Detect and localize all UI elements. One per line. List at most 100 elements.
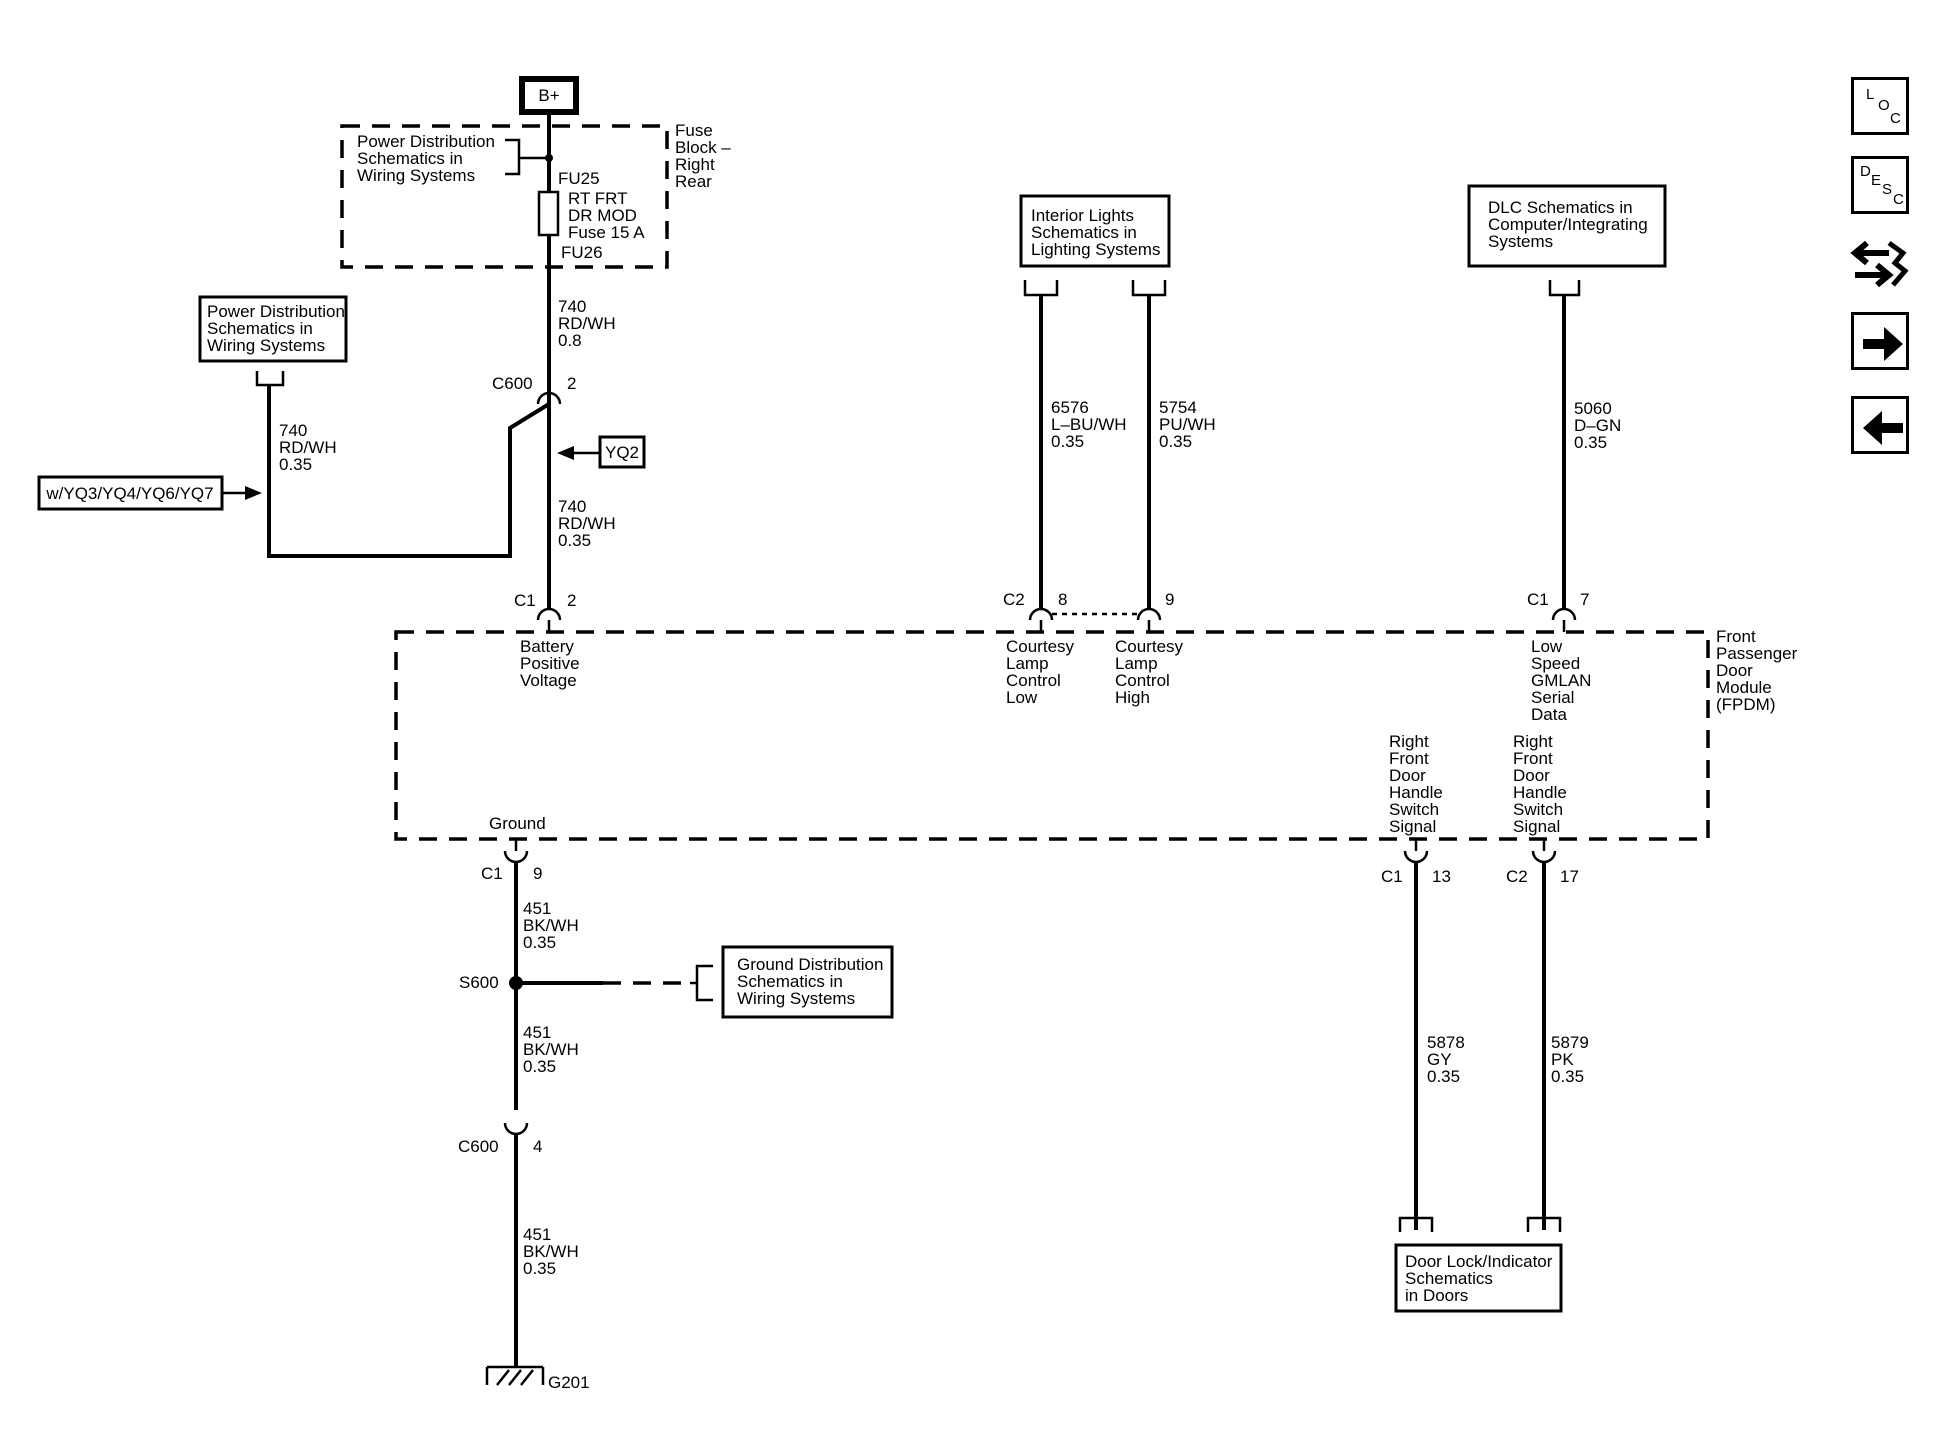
fuse-fu26: FU26 (561, 243, 603, 262)
c1-door-pin: 13 (1432, 867, 1451, 886)
dlc-box (1467, 184, 1667, 268)
wire-451-a-color: BK/WH (523, 916, 579, 935)
wire-5754-circuit: 5754 (1159, 398, 1197, 417)
interior-connector-b (1131, 280, 1167, 297)
ground-dist-1: Ground Distribution (737, 955, 883, 974)
power-dist-ref-1: Power Distribution (357, 132, 495, 151)
wire-5754-color: PU/WH (1159, 415, 1216, 434)
courtesy-high-2: Lamp (1115, 654, 1158, 673)
c1-dlc-pin: 7 (1580, 590, 1589, 609)
wire-740-upper-circuit: 740 (558, 297, 586, 316)
desc-letter-d: D (1860, 163, 1871, 180)
c1-dlc-label: C1 (1527, 590, 1549, 609)
c2-pin-8: 8 (1058, 590, 1067, 609)
wire-5878-gauge: 0.35 (1427, 1067, 1460, 1086)
power-dist-left-connector (255, 371, 285, 387)
c2-pin8-connector (1028, 607, 1054, 632)
fuse-symbol (537, 190, 560, 237)
gmlan-1: Low (1531, 637, 1563, 656)
power-dist-left-box (198, 295, 348, 363)
interior-connector-a (1023, 280, 1059, 297)
power-dist-ref-3: Wiring Systems (357, 166, 475, 185)
desc-letter-c: C (1893, 191, 1904, 208)
c1-battery-pin: 2 (567, 591, 576, 610)
splice-s600-label: S600 (459, 973, 499, 992)
fpdm-name-3: Door (1716, 661, 1753, 680)
c1-ground-pin: 9 (533, 864, 542, 883)
courtesy-high-4: High (1115, 688, 1150, 707)
connector-exchange-icon[interactable] (1849, 231, 1911, 293)
switch-a-5: Switch (1389, 800, 1439, 819)
gmlan-2: Speed (1531, 654, 1580, 673)
interior-lights-1: Interior Lights (1031, 206, 1134, 225)
wire-6576-circuit: 6576 (1051, 398, 1089, 417)
wire-740-lower-gauge: 0.35 (558, 531, 591, 550)
ground-symbol-g201 (485, 1365, 545, 1386)
wire-740-lower-circuit: 740 (558, 497, 586, 516)
wire-5879-gauge: 0.35 (1551, 1067, 1584, 1086)
courtesy-high-1: Courtesy (1115, 637, 1184, 656)
desc-letter-s: S (1882, 181, 1893, 198)
c600-top-label: C600 (492, 374, 533, 393)
battery-voltage-3: Voltage (520, 671, 577, 690)
ground-dist-box (721, 945, 894, 1019)
c600-ground-label: C600 (458, 1137, 499, 1156)
yq2-label: YQ2 (605, 443, 639, 462)
switch-a-3: Door (1389, 766, 1426, 785)
power-dist-bracket (505, 138, 549, 176)
fuse-label-1: RT FRT (568, 189, 628, 208)
wire-5878-color: GY (1427, 1050, 1452, 1069)
courtesy-low-2: Lamp (1006, 654, 1049, 673)
door-lock-box (1394, 1243, 1563, 1313)
loc-button[interactable]: L O C (1851, 77, 1909, 135)
fuse-block-label-3: Right (675, 155, 715, 174)
wire-5754-gauge: 0.35 (1159, 432, 1192, 451)
wire-451-b-circuit: 451 (523, 1023, 551, 1042)
arrow-left-icon (1863, 411, 1903, 445)
switch-b-1: Right (1513, 732, 1553, 751)
loc-letter-l: L (1866, 86, 1875, 103)
desc-button[interactable]: D E S C (1851, 156, 1909, 214)
power-jumper-wire (267, 385, 551, 558)
c1-battery-connector (536, 607, 562, 632)
c2-pin9-connector (1136, 607, 1162, 632)
c1-pin13-connector (1403, 839, 1429, 864)
door-connector-b (1526, 1216, 1562, 1232)
c1-door-label: C1 (1381, 867, 1403, 886)
c600-ground-pin: 4 (533, 1137, 542, 1156)
c1-ground-connector (503, 839, 529, 864)
c2-door-label: C2 (1506, 867, 1528, 886)
gmlan-4: Serial (1531, 688, 1574, 707)
next-button[interactable] (1851, 312, 1909, 370)
wire-740-left-gauge: 0.35 (279, 455, 312, 474)
option-box (37, 475, 224, 511)
interior-lights-box (1019, 194, 1171, 268)
c2-pin-9: 9 (1165, 590, 1174, 609)
switch-b-4: Handle (1513, 783, 1567, 802)
c2-interior-label: C2 (1003, 590, 1025, 609)
wire-451-c-circuit: 451 (523, 1225, 551, 1244)
wire-740-left-color: RD/WH (279, 438, 337, 457)
wire-740-left-circuit: 740 (279, 421, 307, 440)
wire-5879-circuit: 5879 (1551, 1033, 1589, 1052)
wire-451-b-color: BK/WH (523, 1040, 579, 1059)
switch-a-4: Handle (1389, 783, 1443, 802)
gmlan-3: GMLAN (1531, 671, 1591, 690)
option-label: w/YQ3/YQ4/YQ6/YQ7 (45, 484, 213, 503)
door-lock-2: Schematics (1405, 1269, 1493, 1288)
fpdm-name-1: Front (1716, 627, 1756, 646)
power-dist-left-2: Schematics in (207, 319, 313, 338)
power-dist-ref-2: Schematics in (357, 149, 463, 168)
fuse-label-3: Fuse 15 A (568, 223, 645, 242)
back-button[interactable] (1851, 396, 1909, 454)
fuse-block-label-2: Block – (675, 138, 731, 157)
c2-pin17-connector (1531, 839, 1557, 864)
g201-label: G201 (548, 1373, 590, 1392)
dlc-2: Computer/Integrating (1488, 215, 1648, 234)
wire-5878-circuit: 5878 (1427, 1033, 1465, 1052)
arrow-right-icon (1863, 327, 1903, 361)
interior-lights-2: Schematics in (1031, 223, 1137, 242)
wire-6576-gauge: 0.35 (1051, 432, 1084, 451)
door-connector-a (1398, 1216, 1434, 1232)
module-ground-label: Ground (489, 814, 546, 833)
